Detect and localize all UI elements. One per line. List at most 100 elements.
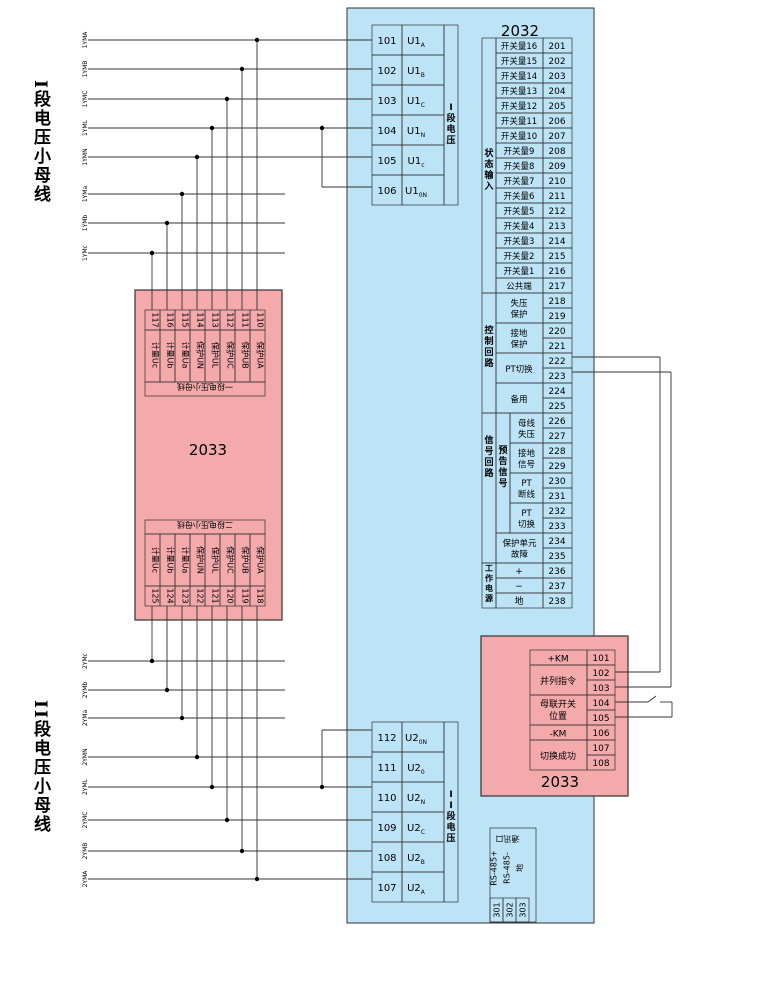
bus1-label: 1YMA (82, 31, 89, 49)
terminal-number: 108 (592, 759, 609, 769)
bottom-caption: 二段电压小母线 (177, 520, 233, 530)
terminal-number: 227 (548, 432, 565, 442)
status-label: 开关量16 (501, 41, 537, 52)
terminal-label: 计量Uc (151, 547, 161, 573)
signal-label: 故障 (511, 549, 529, 560)
vlabel-char: 段 (446, 810, 456, 822)
terminal-number: 225 (548, 402, 565, 412)
unit-b-label: 切换成功 (540, 750, 576, 762)
terminal-number: 104 (377, 126, 396, 137)
section1-label: I段电压 (446, 103, 456, 146)
vlabel-char: 状 (484, 147, 494, 159)
unit-2033a-body (134, 289, 283, 621)
terminal-number: 115 (181, 312, 190, 327)
signal-sub: N (421, 799, 426, 806)
vlabel-char: 电 (446, 123, 455, 135)
bus1-label: 1YML (82, 119, 89, 136)
vlabel-char: 路 (484, 467, 494, 479)
terminal-number: 108 (377, 853, 396, 864)
control-label: 保护 (510, 309, 527, 320)
terminal-number: 106 (377, 186, 396, 197)
terminal-cell (586, 754, 616, 771)
section-label-cell (443, 721, 459, 903)
terminal-label: 保护UA (256, 546, 266, 574)
status-label: 开关量10 (501, 131, 537, 142)
signal-label: PT (521, 479, 532, 489)
comm-label: RS-485- (503, 852, 512, 884)
terminal-number: 201 (548, 42, 565, 52)
control-label: PT切换 (505, 364, 533, 375)
terminal-number: 106 (592, 729, 609, 739)
terminal-label: 保护UA (256, 341, 266, 369)
bus2-label: 2YML (82, 778, 89, 795)
terminal-number: 211 (548, 192, 565, 202)
terminal-number: 224 (548, 387, 565, 397)
terminal-number: 206 (548, 117, 565, 127)
terminal-number: 101 (592, 654, 609, 664)
junction-dot (149, 250, 155, 256)
terminal-number: 212 (548, 207, 565, 217)
terminal-number: 124 (166, 588, 175, 603)
vlabel-char: 压 (446, 135, 455, 146)
unit-2032-title: 2032 (501, 22, 539, 40)
terminal-number: 210 (548, 177, 565, 187)
terminal-label: 计量Ua (181, 342, 191, 369)
terminal-number: 121 (211, 588, 220, 603)
terminal-number: 302 (506, 902, 515, 917)
terminal-number: 110 (256, 312, 265, 327)
terminal-label: 计量Ub (166, 547, 176, 574)
unit-2033b-title: 2033 (541, 773, 579, 791)
terminal-number: 114 (196, 312, 205, 327)
vlabel-char: 号 (484, 446, 493, 457)
signal-sub: C (421, 829, 425, 836)
control-label: 失压 (510, 298, 528, 309)
terminal-number: 125 (151, 588, 160, 603)
junction-dot (194, 754, 200, 760)
comm-label: 地 (515, 864, 525, 872)
terminal-number: 123 (181, 588, 190, 603)
terminal-number: 111 (377, 763, 396, 774)
terminal-label: 保护UL (211, 547, 221, 574)
vlabel-char: I (449, 103, 452, 113)
terminal-number: 234 (548, 537, 565, 547)
unit-b-label: -KM (550, 730, 567, 740)
vlabel-char: 回 (484, 347, 493, 358)
switch-blade (647, 695, 657, 703)
signal-label: 信号 (518, 459, 535, 470)
status-label: 公共端 (506, 281, 532, 292)
terminal-label: 保护UB (241, 341, 251, 368)
terminal-number: 213 (548, 222, 565, 232)
status-label: 开关量13 (501, 86, 537, 97)
junction-dot (179, 191, 185, 197)
vlabel-char: 源 (485, 593, 493, 603)
terminal-number: 235 (548, 552, 565, 562)
terminal-number: 215 (548, 252, 565, 262)
terminal-number: 222 (548, 357, 565, 367)
terminal-number: 303 (519, 902, 528, 917)
vlabel-char: 电 (485, 583, 493, 593)
junction-dot (194, 154, 200, 160)
signal-sub: B (421, 72, 425, 79)
terminal-number: 223 (548, 372, 565, 382)
terminal-number: 237 (548, 582, 565, 592)
signal-name: U2C (407, 823, 425, 836)
vlabel-char: 输 (484, 169, 494, 181)
bus2-label: 2YMa (82, 710, 89, 727)
vlabel-char: 入 (483, 181, 493, 192)
terminal-number: 107 (377, 883, 396, 894)
unit-2033a-title: 2033 (189, 441, 227, 459)
signal-label: 接地 (518, 448, 536, 459)
bus2-title: II段电压小母线 (30, 700, 50, 834)
signal-name: U2B (407, 853, 425, 866)
bus2-label: 2YMB (82, 843, 89, 860)
junction-dot (164, 220, 170, 226)
unit-b-label: 母联开关 (540, 698, 576, 710)
terminal-number: 228 (548, 447, 565, 457)
power-label: + (515, 567, 523, 577)
vlabel-char: 工 (485, 564, 493, 573)
terminal-number: 116 (166, 312, 175, 327)
